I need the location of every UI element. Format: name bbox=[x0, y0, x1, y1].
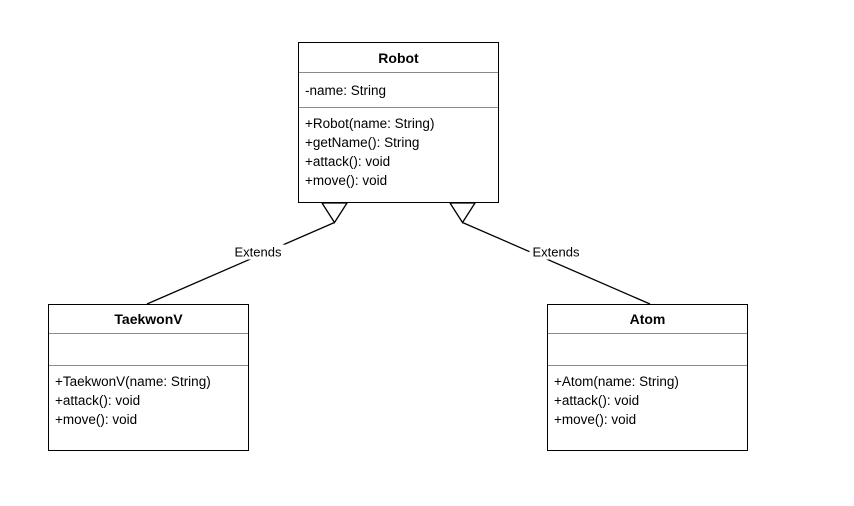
class-box-robot[interactable]: Robot -name: String +Robot(name: String)… bbox=[298, 42, 499, 203]
edge-label-extends-taekwonv[interactable]: Extends bbox=[231, 244, 285, 260]
class-methods-taekwonv: +TaekwonV(name: String) +attack(): void … bbox=[49, 366, 248, 450]
generalization-edge-atom-to-robot[interactable] bbox=[448, 202, 651, 305]
class-box-taekwonv[interactable]: TaekwonV +TaekwonV(name: String) +attack… bbox=[48, 304, 249, 451]
class-attributes-atom bbox=[548, 334, 747, 366]
class-method: +move(): void bbox=[554, 412, 637, 427]
generalization-edge-taekwonv-to-robot[interactable] bbox=[146, 202, 349, 305]
class-method: +TaekwonV(name: String) bbox=[55, 374, 211, 389]
class-box-atom[interactable]: Atom +Atom(name: String) +attack(): void… bbox=[547, 304, 748, 451]
class-title-atom: Atom bbox=[548, 305, 747, 334]
class-methods-atom: +Atom(name: String) +attack(): void +mov… bbox=[548, 366, 747, 450]
class-attributes-taekwonv bbox=[49, 334, 248, 366]
edge-label-extends-atom[interactable]: Extends bbox=[529, 244, 583, 260]
class-method: +getName(): String bbox=[305, 135, 420, 150]
class-method: +Robot(name: String) bbox=[305, 116, 435, 131]
class-title-taekwonv: TaekwonV bbox=[49, 305, 248, 334]
class-attributes-robot: -name: String bbox=[299, 73, 498, 108]
class-attribute: -name: String bbox=[305, 82, 387, 98]
class-title-robot: Robot bbox=[299, 43, 498, 73]
class-method: +attack(): void bbox=[554, 393, 640, 408]
hollow-triangle-arrowhead bbox=[320, 202, 349, 224]
class-method: +attack(): void bbox=[305, 154, 391, 169]
class-method: +attack(): void bbox=[55, 393, 141, 408]
class-methods-robot: +Robot(name: String) +getName(): String … bbox=[299, 108, 498, 202]
class-method: +Atom(name: String) bbox=[554, 374, 679, 389]
class-method: +move(): void bbox=[55, 412, 138, 427]
class-method: +move(): void bbox=[305, 173, 388, 188]
hollow-triangle-arrowhead bbox=[448, 202, 477, 224]
